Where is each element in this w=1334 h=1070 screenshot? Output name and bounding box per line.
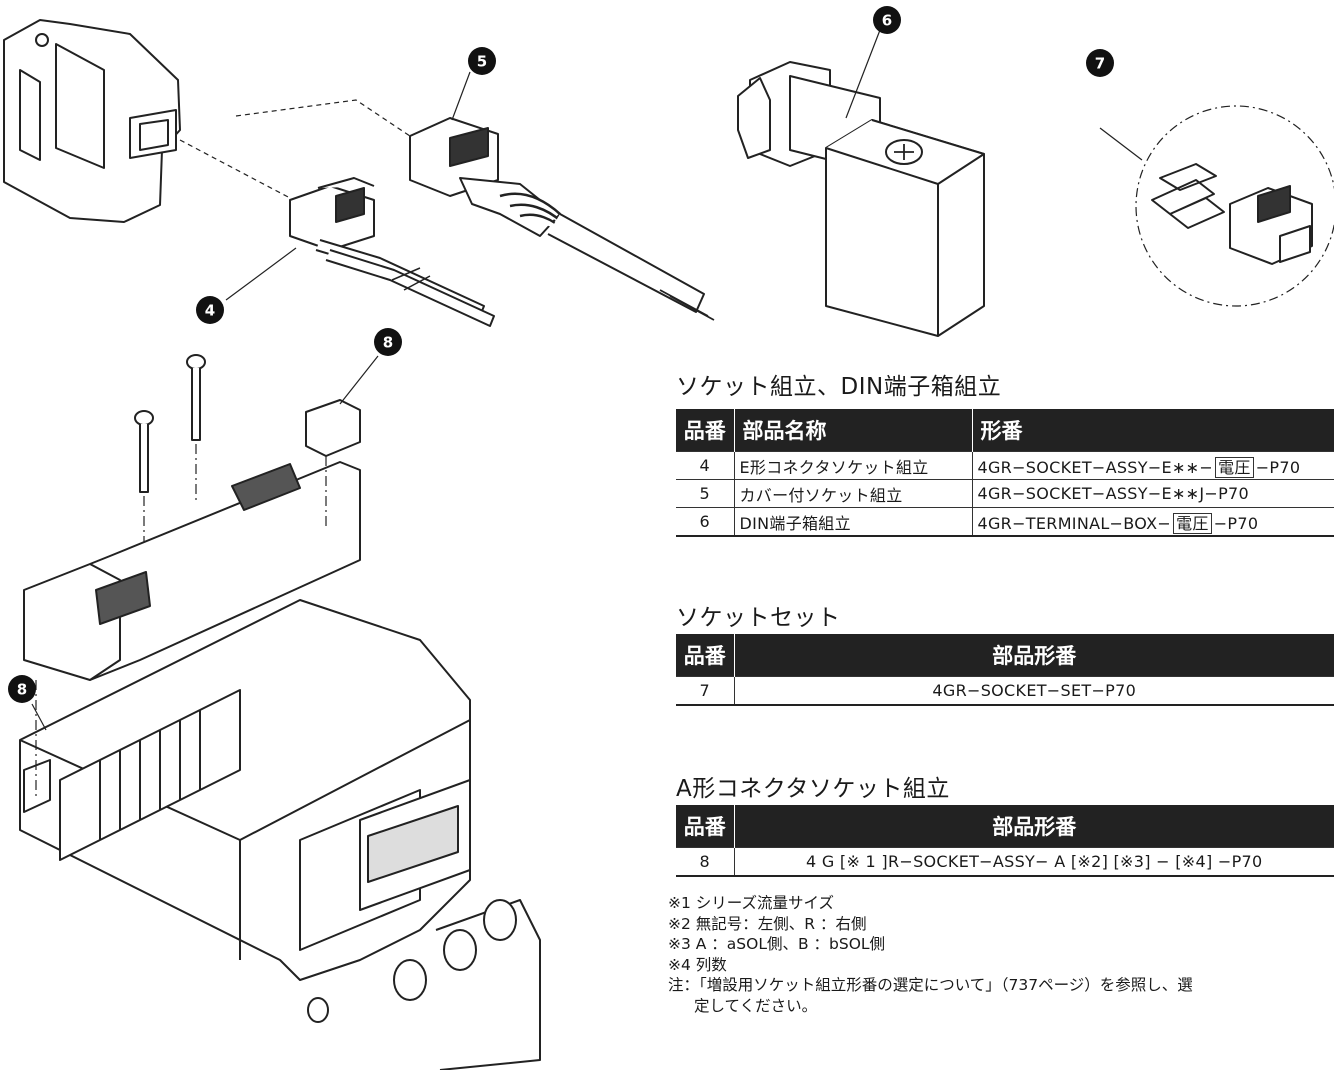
model-cell: 4GR−SOCKET−ASSY−E∗∗J−P70 (971, 479, 1334, 508)
socket-set-7-drawing (1099, 105, 1334, 307)
footnote-2: ※2 無記号：左側、R ：右側 (668, 914, 867, 933)
model-suffix: −P70 (1255, 457, 1301, 477)
note-reference: 注：「増設用ソケット組立形番の選定について」（737ページ）を参照し、選 (668, 976, 1193, 994)
callout-8-right: 8 (383, 334, 393, 352)
socket-5-drawing (409, 117, 715, 321)
part-no-cell: 7 (676, 676, 734, 706)
header-part-name: 部品名称 (733, 409, 972, 452)
header-part-model: 部品形番 (733, 805, 1334, 848)
din-terminal-box-6-drawing (737, 61, 985, 337)
model-cell: 4 G [※ 1 ]R−SOCKET−ASSY− A [※2] [※3] − [… (733, 847, 1334, 877)
section-title-socket-set: ソケットセット (676, 605, 841, 631)
header-model-no: 形番 (971, 409, 1334, 452)
model-suffix: −P70 (1213, 513, 1259, 533)
table-row: 5 カバー付ソケット組立 4GR−SOCKET−ASSY−E∗∗J−P70 (676, 479, 1334, 508)
callout-6: 6 (882, 12, 892, 30)
part-name-cell: カバー付ソケット組立 (733, 479, 972, 508)
part-name-cell: DIN端子箱組立 (733, 507, 972, 537)
part-no-cell: 4 (676, 451, 734, 480)
a-socket-table: 品番 部品形番 8 4 G [※ 1 ]R−SOCKET−ASSY− A [※2… (676, 805, 1334, 877)
model-prefix: 4GR−TERMINAL−BOX− (977, 513, 1172, 533)
voltage-box: 電圧 (1215, 456, 1254, 478)
footnote-1: ※1 シリーズ流量サイズ (668, 894, 835, 912)
footnote-3: ※3 A ：aSOL側、B ：bSOL側 (668, 935, 886, 953)
table-row: 4 E形コネクタソケット組立 4GR−SOCKET−ASSY−E∗∗−電圧−P7… (676, 451, 1334, 480)
voltage-box: 電圧 (1173, 512, 1212, 534)
model-prefix: 4GR−SOCKET−ASSY−E∗∗− (977, 457, 1214, 477)
model-cell: 4GR−TERMINAL−BOX−電圧−P70 (971, 507, 1334, 537)
part-name-cell: E形コネクタソケット組立 (733, 451, 972, 480)
header-part-no: 品番 (676, 805, 734, 848)
header-part-no: 品番 (676, 409, 734, 452)
socket-set-table: 品番 部品形番 7 4GR−SOCKET−SET−P70 (676, 634, 1334, 706)
callout-badges: 4 5 6 7 8 8 (8, 6, 1114, 703)
table-row: 8 4 G [※ 1 ]R−SOCKET−ASSY− A [※2] [※3] −… (676, 847, 1334, 877)
model-cell: 4GR−SOCKET−SET−P70 (733, 676, 1334, 706)
part-no-cell: 6 (676, 507, 734, 537)
table-row: 7 4GR−SOCKET−SET−P70 (676, 676, 1334, 706)
callout-5: 5 (477, 53, 487, 71)
model-cell: 4GR−SOCKET−ASSY−E∗∗−電圧−P70 (971, 451, 1334, 480)
callout-4: 4 (205, 302, 215, 320)
table-header-row: 品番 部品名称 形番 (676, 409, 1334, 452)
callout-8-left: 8 (17, 681, 27, 699)
mounting-screws-drawing (134, 354, 206, 560)
header-part-no: 品番 (676, 634, 734, 677)
section-title-socket-din: ソケット組立、DIN端子箱組立 (676, 374, 1002, 400)
socket-4-drawing (289, 177, 495, 327)
note-reference-continued: 定してください。 (694, 996, 818, 1015)
table-header-row: 品番 部品形番 (676, 634, 1334, 677)
section-title-a-socket: A形コネクタソケット組立 (676, 776, 950, 802)
model-prefix: 4GR−SOCKET−ASSY−E∗∗J−P70 (977, 484, 1249, 503)
socket-din-table: 品番 部品名称 形番 4 E形コネクタソケット組立 4GR−SOCKET−ASS… (676, 409, 1334, 537)
footnote-4: ※4 列数 (668, 955, 727, 974)
header-part-model: 部品形番 (733, 634, 1334, 677)
part-no-cell: 8 (676, 847, 734, 877)
valve-assembly-drawing (19, 399, 541, 1070)
table-row: 6 DIN端子箱組立 4GR−TERMINAL−BOX−電圧−P70 (676, 507, 1334, 537)
callout-7: 7 (1095, 55, 1105, 73)
part-no-cell: 5 (676, 479, 734, 508)
footnotes: ※1 シリーズ流量サイズ ※2 無記号：左側、R ：右側 ※3 A ：aSOL側… (668, 893, 1193, 1016)
table-header-row: 品番 部品形番 (676, 805, 1334, 848)
valve-fragment-drawing (3, 19, 181, 223)
